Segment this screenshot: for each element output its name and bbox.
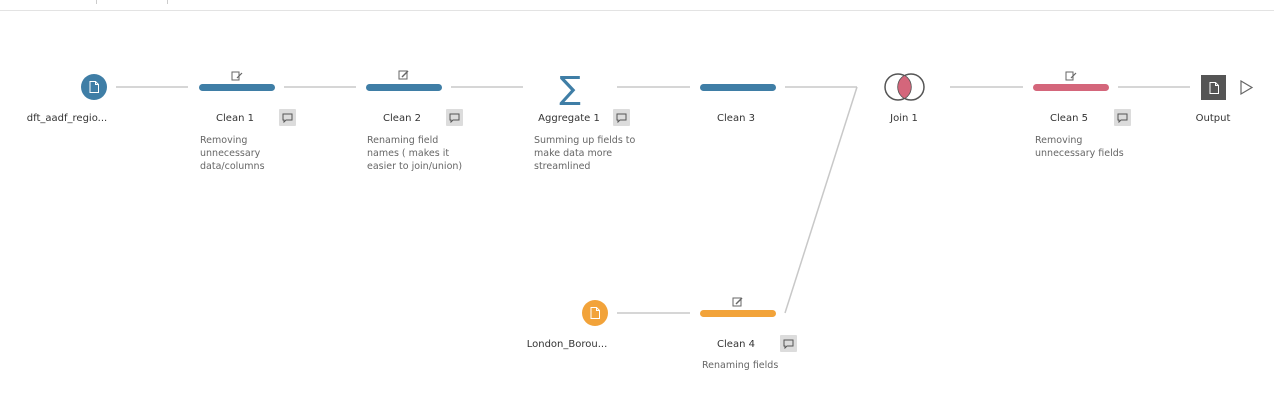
file-icon <box>89 81 99 93</box>
clean5-label: Clean 5 <box>1050 113 1088 124</box>
clean1-label: Clean 1 <box>216 113 254 124</box>
top-toolbar-edge <box>0 0 1274 11</box>
output-label: Output <box>1195 113 1231 124</box>
comment-icon[interactable] <box>446 109 463 126</box>
run-icon[interactable] <box>1240 79 1254 96</box>
clean2-label: Clean 2 <box>383 113 421 124</box>
clean1-node[interactable] <box>199 84 275 91</box>
comment-icon[interactable] <box>780 335 797 352</box>
clean2-description: Renaming field names ( makes it easier t… <box>367 135 463 172</box>
join-venn-icon[interactable] <box>884 73 925 101</box>
input-node-dft-aadf[interactable] <box>81 74 107 100</box>
clean5-node[interactable] <box>1033 84 1109 91</box>
aggregate1-description: Summing up fields to make data more stre… <box>534 135 636 172</box>
clean-step-icon <box>1065 71 1077 81</box>
toolbar-fragment <box>96 0 168 4</box>
clean-step-icon <box>231 71 243 81</box>
comment-icon[interactable] <box>1114 109 1131 126</box>
join1-label: Join 1 <box>890 113 918 124</box>
comment-icon[interactable] <box>613 109 630 126</box>
clean1-description: Removing unnecessary data/columns <box>200 135 265 172</box>
sigma-icon[interactable]: ∑ <box>559 69 581 107</box>
clean3-node[interactable] <box>700 84 776 91</box>
comment-icon[interactable] <box>279 109 296 126</box>
input-node-london-borough[interactable] <box>582 300 608 326</box>
edit-icon <box>732 297 743 307</box>
input2-label: London_Borou... <box>526 339 608 350</box>
clean2-node[interactable] <box>366 84 442 91</box>
file-icon <box>1209 81 1219 94</box>
connector-clean4-join1 <box>784 86 858 314</box>
aggregate1-label: Aggregate 1 <box>538 113 600 124</box>
clean4-label: Clean 4 <box>717 339 755 350</box>
clean4-node[interactable] <box>700 310 776 317</box>
clean4-description: Renaming fields <box>702 360 779 371</box>
clean5-description: Removing unnecessary fields <box>1035 135 1124 159</box>
output-node[interactable] <box>1201 75 1226 100</box>
clean3-label: Clean 3 <box>717 113 755 124</box>
input-node-label: dft_aadf_regio... <box>26 113 108 124</box>
file-icon <box>590 307 600 319</box>
edit-icon <box>398 70 409 80</box>
